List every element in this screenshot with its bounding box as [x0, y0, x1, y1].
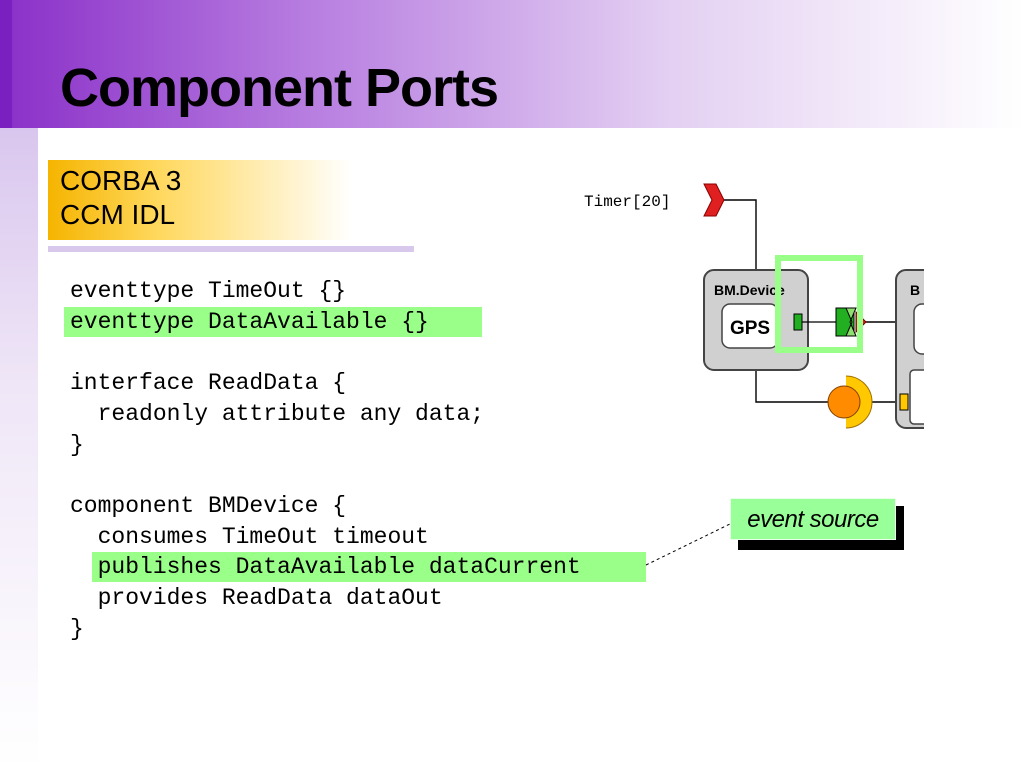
gps-label: GPS	[730, 318, 770, 339]
bmdevice-label: BM.Device	[714, 282, 785, 298]
facet-icon	[827, 385, 861, 419]
code-line: }	[70, 432, 84, 458]
code-line: eventtype DataAvailable {}	[70, 309, 429, 335]
code-line: readonly attribute any data;	[70, 401, 485, 427]
code-highlight-publishes	[92, 552, 646, 582]
partial-receptacle-port-icon	[899, 393, 909, 411]
facet-wire	[755, 370, 830, 403]
event-source-chevron-icon	[845, 307, 857, 337]
code-line: component BMDevice {	[70, 493, 347, 519]
partial-component-label: B	[910, 282, 920, 298]
code-line: interface ReadData {	[70, 370, 347, 396]
component-diagram-svg: Timer[20] BM.Device GPS B	[584, 183, 924, 429]
label-box: CORBA 3 CCM IDL	[48, 160, 352, 240]
title-bar	[0, 0, 1024, 128]
label-line-corba: CORBA 3	[60, 165, 182, 196]
code-line: }	[70, 616, 84, 642]
slide-title: Component Ports	[60, 58, 499, 118]
code-highlight-dataavailable	[64, 307, 482, 337]
callout-text: event source	[747, 506, 879, 533]
left-decor-strip	[0, 128, 38, 768]
partial-inner-box-lower	[909, 369, 924, 425]
timer-wire	[720, 199, 757, 270]
label-underline	[48, 246, 414, 252]
timer-label: Timer[20]	[584, 193, 670, 211]
code-line: publishes DataAvailable dataCurrent	[70, 554, 581, 580]
component-diagram: Timer[20] BM.Device GPS B	[580, 180, 924, 440]
code-line: provides ReadData dataOut	[70, 585, 443, 611]
timer-event-source-icon	[703, 183, 725, 217]
event-source-callout: event source	[730, 498, 896, 540]
internal-port-icon	[793, 313, 803, 331]
label-line-ccm-idl: CCM IDL	[60, 199, 176, 230]
dashed-connector-line	[645, 521, 735, 566]
title-bar-edge	[0, 0, 12, 128]
code-line: consumes TimeOut timeout	[70, 524, 429, 550]
partial-inner-box	[913, 303, 924, 355]
event-source-highlight-frame	[775, 255, 863, 353]
code-line: eventtype TimeOut {}	[70, 278, 347, 304]
